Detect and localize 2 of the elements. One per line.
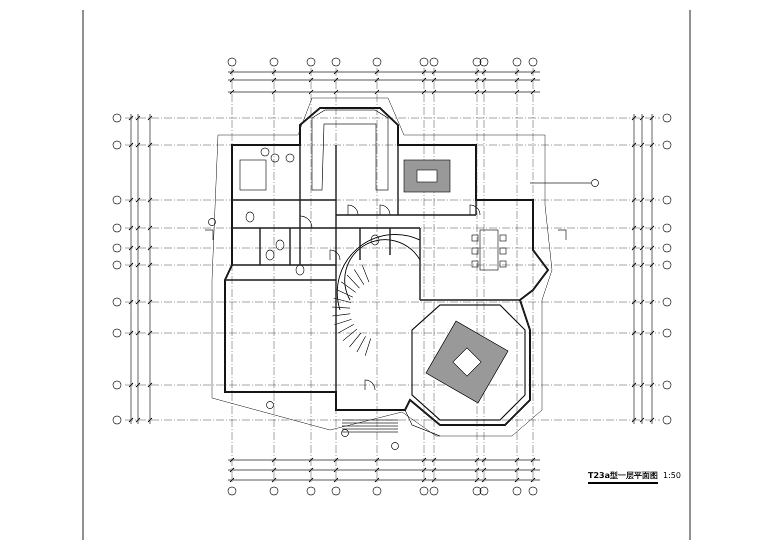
drawing-title: T23a型一层平面图 <box>588 469 658 484</box>
scale-label: 1:50 <box>663 470 681 482</box>
